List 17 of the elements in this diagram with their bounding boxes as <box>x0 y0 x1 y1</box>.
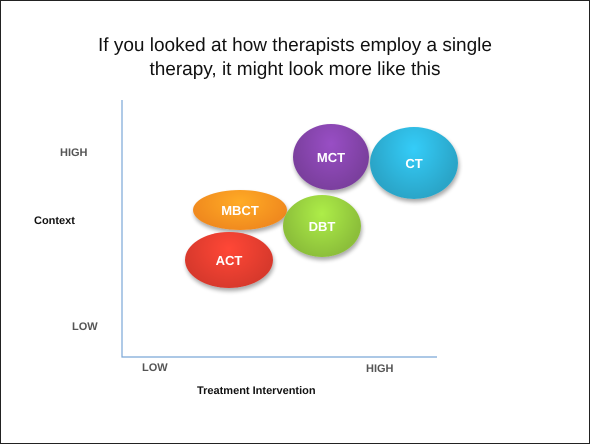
axis-title: Treatment Intervention <box>197 385 316 397</box>
therapy-label: MCT <box>316 150 346 164</box>
axis-title: Context <box>34 215 75 227</box>
therapy-label: MBCT <box>221 202 259 218</box>
therapy-label: CT <box>405 156 423 170</box>
therapy-ellipse <box>193 190 287 230</box>
axis-level-label: LOW <box>72 321 98 333</box>
axis-level-label: LOW <box>142 362 168 374</box>
therapy-label: DBT <box>308 218 336 234</box>
therapy-ellipse <box>293 124 369 190</box>
therapy-ellipse <box>370 127 458 199</box>
axis-level-label: HIGH <box>60 147 88 159</box>
therapy-label: ACT <box>216 252 242 268</box>
therapy-ellipse <box>283 195 361 257</box>
axis-level-label: HIGH <box>366 363 394 375</box>
slide-title: If you looked at how therapists employ a single therapy, it might look more like this <box>97 34 493 82</box>
therapy-ellipse <box>185 232 273 288</box>
